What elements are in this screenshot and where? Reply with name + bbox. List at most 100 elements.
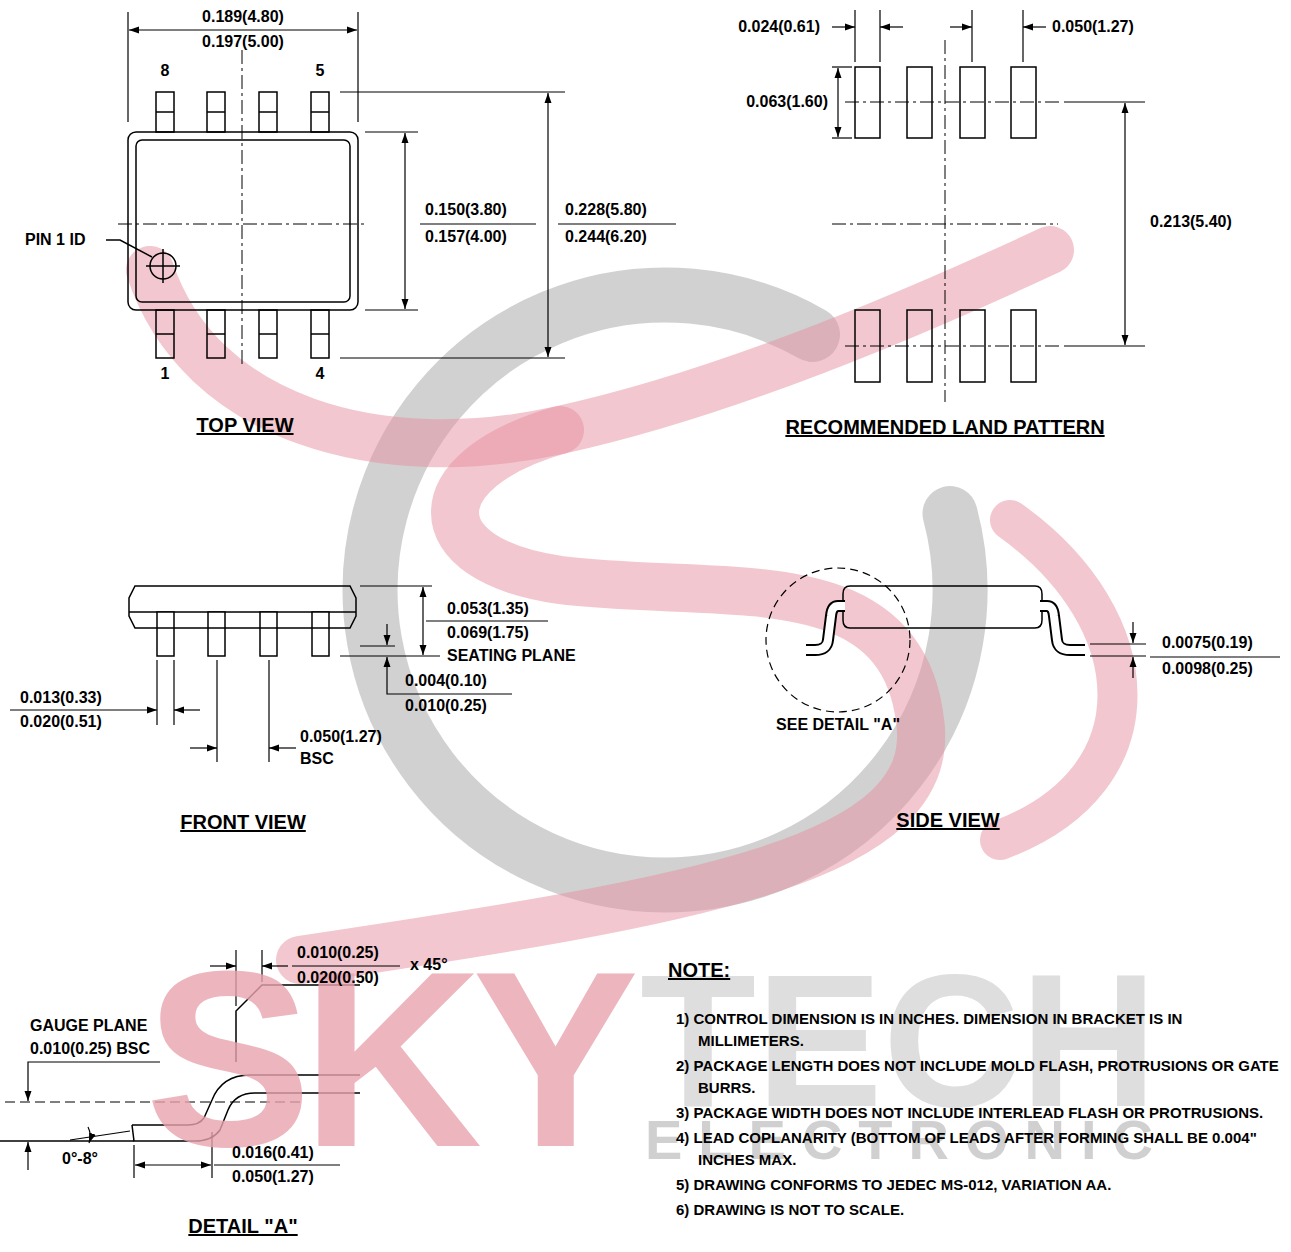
dimension-label: 0.197(5.00): [202, 33, 284, 51]
dimension-label: 0.010(0.25): [297, 944, 379, 962]
top-view: [259, 333, 277, 335]
dimension-line: [133, 1145, 134, 1178]
dimension-label: 0.024(0.61): [738, 18, 820, 36]
note-text: 4) LEAD COPLANARITY (BOTTOM OF LEADS AFT…: [676, 1127, 1283, 1171]
view-title: SIDE VIEW: [896, 808, 999, 832]
dimension-label: 0.063(1.60): [746, 93, 828, 111]
dimension-line: [1090, 655, 1146, 656]
land-pad: [1011, 310, 1036, 382]
dimension-line: [1023, 26, 1046, 27]
top-view: [311, 92, 329, 132]
dimension-line: [1150, 656, 1280, 657]
dimension-line: [1124, 103, 1125, 345]
dimension-line: [879, 10, 880, 62]
top-view: [311, 310, 329, 358]
dimension-line: [269, 747, 296, 748]
view-title: TOP VIEW: [196, 413, 293, 437]
top-view: [311, 111, 329, 113]
dimension-label: 0.020(0.50): [297, 969, 379, 987]
land-pad: [960, 67, 985, 138]
dimension-line: [129, 29, 357, 30]
land-pad: [855, 310, 880, 382]
side-view: [806, 606, 845, 650]
front-view: [312, 627, 329, 629]
dimension-label: 0.010(0.25) BSC: [30, 1040, 150, 1058]
dimension-line: [360, 585, 432, 586]
front-view: [208, 612, 225, 656]
dimension-label: BSC: [300, 750, 334, 768]
dimension-label: 0.213(5.40): [1150, 213, 1232, 231]
dimension-line: [88, 1127, 90, 1143]
watermark-logo: [300, 430, 921, 960]
center-line: [832, 224, 1058, 225]
dimension-label: 0.150(3.80): [425, 201, 507, 219]
dimension-line: [1090, 643, 1146, 644]
dimension-label: 0.189(4.80): [202, 8, 284, 26]
dimension-line: [268, 660, 269, 762]
dimension-label: 0.053(1.35): [447, 600, 529, 618]
note-heading: NOTE:: [668, 958, 730, 982]
dimension-label: 0.004(0.10): [405, 672, 487, 690]
front-view: [260, 627, 277, 629]
center-line: [845, 102, 1062, 103]
dimension-line: [1064, 101, 1145, 102]
dimension-label: 0.228(5.80): [565, 201, 647, 219]
note-text: 1) CONTROL DIMENSION IS IN INCHES. DIMEN…: [676, 1008, 1283, 1052]
top-view: [207, 310, 225, 358]
dimension-line: [216, 660, 217, 762]
top-view: [259, 92, 277, 132]
top-view: [136, 140, 350, 302]
front-view: [157, 627, 174, 629]
callout-label: SEE DETAIL "A": [776, 716, 900, 734]
front-view: [312, 612, 329, 656]
dimension-line: [127, 12, 128, 122]
front-view: [208, 627, 225, 629]
dimension-line: [832, 10, 1145, 346]
side-view: [766, 568, 1085, 712]
top-view: [156, 310, 174, 358]
watermark-logo: [150, 250, 1118, 960]
dimension-line: [950, 26, 972, 27]
dimension-line: [971, 10, 972, 62]
dimension-line: [128, 12, 676, 358]
dimension-line: [558, 223, 676, 224]
dimension-line: [832, 26, 855, 27]
dimension-line: [340, 91, 565, 92]
side-view: [766, 568, 910, 712]
dimension-label: 0.050(1.27): [300, 728, 382, 746]
top-view: [156, 92, 174, 132]
top-view: [259, 310, 277, 358]
watermark-logo: [1000, 520, 1118, 840]
land-pad: [855, 67, 1036, 382]
dimension-label: 0.0075(0.19): [1162, 634, 1253, 652]
dimension-label: 0.244(6.20): [565, 228, 647, 246]
center-line: [118, 224, 368, 225]
dimension-line: [1064, 345, 1145, 346]
dimension-line: [832, 66, 852, 67]
top-view: [128, 132, 358, 310]
dimension-line: [1090, 622, 1280, 678]
pin-number: 1: [161, 365, 170, 383]
dimension-line: [404, 133, 405, 309]
dimension-line: [1022, 10, 1023, 62]
dimension-line: [1132, 657, 1133, 678]
plane-label: GAUGE PLANE: [30, 1017, 147, 1035]
dimension-line: [854, 10, 855, 62]
angle-label: 0°-8°: [62, 1150, 98, 1168]
land-pad: [907, 67, 932, 138]
dimension-line: [360, 645, 395, 646]
dimension-label: 0.050(1.27): [232, 1168, 314, 1186]
note-text: 3) PACKAGE WIDTH DOES NOT INCLUDE INTERL…: [676, 1102, 1283, 1124]
land-pad: [907, 310, 932, 382]
dimension-line: [70, 1131, 130, 1140]
front-view: [157, 612, 174, 656]
dimension-line: [174, 709, 200, 710]
top-view: [106, 92, 358, 358]
top-view: [207, 111, 225, 113]
dimension-line: [340, 655, 440, 656]
dimension-line: [547, 93, 548, 357]
side-view: [843, 586, 1042, 628]
land-pad: [855, 67, 880, 138]
